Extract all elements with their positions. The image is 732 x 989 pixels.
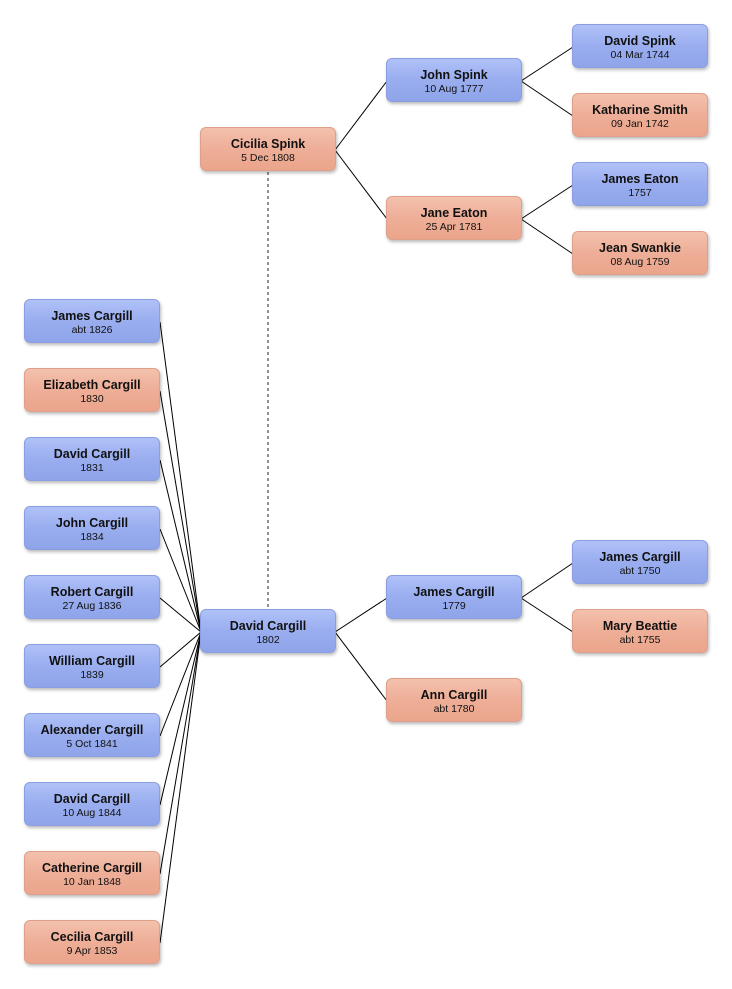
person-name: Catherine Cargill <box>41 861 143 875</box>
person-node-david-cargill-1802[interactable]: David Cargill 1802 <box>200 609 336 653</box>
connector-line <box>520 46 574 82</box>
person-name: John Spink <box>420 68 488 82</box>
connector-line <box>520 184 574 220</box>
person-date: 25 Apr 1781 <box>425 221 483 233</box>
person-name: James Eaton <box>601 172 679 186</box>
person-node-jean-swankie[interactable]: Jean Swankie 08 Aug 1759 <box>572 231 708 275</box>
person-name: James Cargill <box>51 309 133 323</box>
child-node[interactable]: Alexander Cargill 5 Oct 1841 <box>24 713 160 757</box>
person-date: 1839 <box>80 669 104 681</box>
person-date: abt 1826 <box>71 324 113 336</box>
person-date: 5 Dec 1808 <box>241 152 295 164</box>
person-date: 1834 <box>80 531 104 543</box>
child-connector <box>159 597 202 633</box>
person-name: James Cargill <box>413 585 495 599</box>
person-name: Robert Cargill <box>50 585 134 599</box>
person-name: Cicilia Spink <box>230 137 306 151</box>
person-node-jane-eaton[interactable]: Jane Eaton 25 Apr 1781 <box>386 196 522 240</box>
person-date: 1831 <box>80 462 104 474</box>
person-date: 10 Aug 1844 <box>62 807 122 819</box>
connector-line <box>520 80 574 117</box>
person-name: Jean Swankie <box>599 241 681 255</box>
child-connector <box>159 528 202 633</box>
connector-line <box>334 631 388 702</box>
person-date: 27 Aug 1836 <box>62 600 122 612</box>
person-name: James Cargill <box>599 550 681 564</box>
connector-line <box>334 80 388 151</box>
person-node-james-cargill-1750[interactable]: James Cargill abt 1750 <box>572 540 708 584</box>
person-date: 08 Aug 1759 <box>610 256 670 268</box>
child-connector <box>159 631 202 668</box>
person-date: abt 1750 <box>619 565 661 577</box>
person-date: 09 Jan 1742 <box>611 118 669 130</box>
person-date: abt 1755 <box>619 634 661 646</box>
child-node[interactable]: Elizabeth Cargill 1830 <box>24 368 160 412</box>
child-node[interactable]: Catherine Cargill 10 Jan 1848 <box>24 851 160 895</box>
child-connector <box>159 631 202 737</box>
child-connector <box>159 459 202 633</box>
person-date: 10 Aug 1777 <box>424 83 484 95</box>
child-node[interactable]: James Cargill abt 1826 <box>24 299 160 343</box>
person-name: Katharine Smith <box>592 103 688 117</box>
connector-line <box>334 149 388 220</box>
person-name: David Cargill <box>53 447 131 461</box>
person-node-john-spink[interactable]: John Spink 10 Aug 1777 <box>386 58 522 102</box>
person-date: 9 Apr 1853 <box>66 945 118 957</box>
person-name: Alexander Cargill <box>40 723 144 737</box>
child-connector <box>159 631 202 875</box>
person-name: David Cargill <box>53 792 131 806</box>
person-name: Mary Beattie <box>602 619 678 633</box>
person-name: John Cargill <box>55 516 129 530</box>
person-date: 04 Mar 1744 <box>610 49 670 61</box>
person-date: 1802 <box>256 634 280 646</box>
child-node[interactable]: Robert Cargill 27 Aug 1836 <box>24 575 160 619</box>
person-node-david-spink[interactable]: David Spink 04 Mar 1744 <box>572 24 708 68</box>
person-date: 1779 <box>442 600 466 612</box>
child-connector <box>159 631 202 806</box>
person-name: Ann Cargill <box>420 688 488 702</box>
child-node[interactable]: David Cargill 1831 <box>24 437 160 481</box>
person-name: William Cargill <box>48 654 136 668</box>
child-node[interactable]: John Cargill 1834 <box>24 506 160 550</box>
connector-line <box>520 597 574 633</box>
child-node[interactable]: David Cargill 10 Aug 1844 <box>24 782 160 826</box>
person-name: Elizabeth Cargill <box>43 378 141 392</box>
child-connector <box>159 631 202 944</box>
person-name: David Cargill <box>229 619 307 633</box>
connector-line <box>334 597 388 633</box>
person-node-ann-cargill[interactable]: Ann Cargill abt 1780 <box>386 678 522 722</box>
child-node[interactable]: William Cargill 1839 <box>24 644 160 688</box>
child-connector <box>159 321 202 633</box>
connector-line <box>520 218 574 255</box>
person-node-james-eaton[interactable]: James Eaton 1757 <box>572 162 708 206</box>
person-date: 1830 <box>80 393 104 405</box>
person-name: Cecilia Cargill <box>50 930 134 944</box>
person-date: abt 1780 <box>433 703 475 715</box>
person-node-james-cargill-1779[interactable]: James Cargill 1779 <box>386 575 522 619</box>
child-connector <box>159 390 202 633</box>
person-node-cicilia-spink[interactable]: Cicilia Spink 5 Dec 1808 <box>200 127 336 171</box>
person-date: 1757 <box>628 187 652 199</box>
child-node[interactable]: Cecilia Cargill 9 Apr 1853 <box>24 920 160 964</box>
person-date: 5 Oct 1841 <box>66 738 118 750</box>
person-name: David Spink <box>604 34 676 48</box>
person-node-mary-beattie[interactable]: Mary Beattie abt 1755 <box>572 609 708 653</box>
person-node-katharine-smith[interactable]: Katharine Smith 09 Jan 1742 <box>572 93 708 137</box>
person-name: Jane Eaton <box>420 206 488 220</box>
person-date: 10 Jan 1848 <box>63 876 121 888</box>
connector-line <box>520 562 574 599</box>
